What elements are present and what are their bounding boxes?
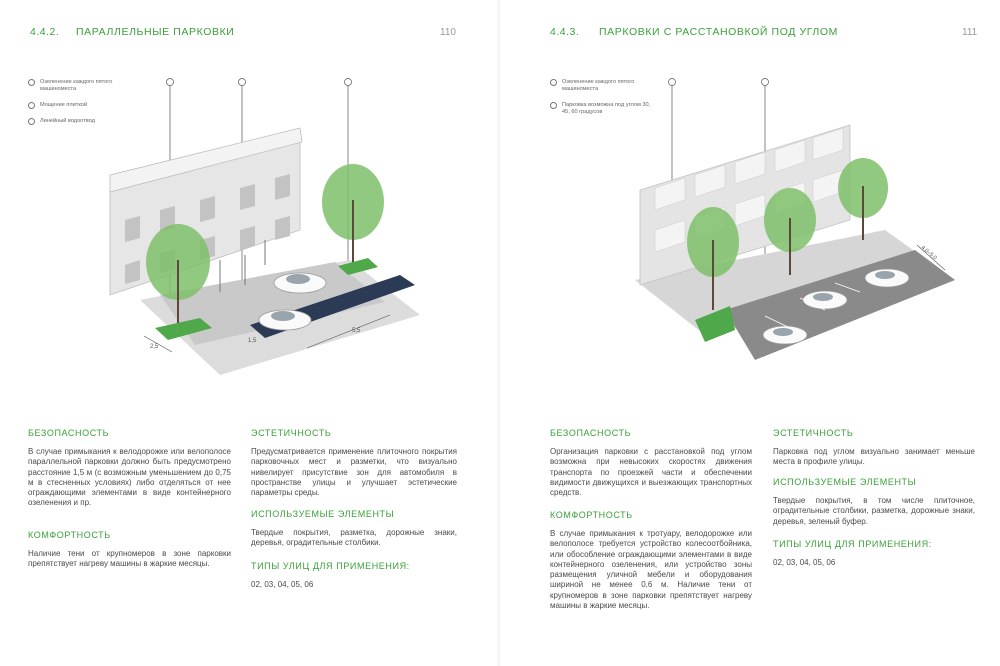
comfort-heading: КОМФОРТНОСТЬ (550, 510, 633, 520)
car-icon (258, 309, 312, 331)
safety-text: В случае примыкания к велодорожке или ве… (28, 447, 231, 508)
street-types-heading: ТИПЫ УЛИЦ ДЛЯ ПРИМЕНЕНИЯ: (773, 539, 932, 549)
legend-marker-icon (28, 118, 35, 125)
car-icon (273, 272, 327, 294)
street-types-text: 02, 03, 04, 05, 06 (251, 580, 314, 589)
safety-heading: БЕЗОПАСНОСТЬ (550, 428, 632, 438)
legend-marker-icon (550, 79, 557, 86)
legend-marker-icon (28, 102, 35, 109)
right-page: 4.4.3. ПАРКОВКИ С РАССТАНОВКОЙ ПОД УГЛОМ… (500, 0, 1000, 666)
angled-parking-illustration: 4,0–5,0 (635, 78, 955, 360)
comfort-text: В случае примыкания к тротуару, велодоро… (550, 529, 752, 611)
legend-item: Линейный водоотвод (28, 118, 130, 125)
aesthetics-heading: ЭСТЕТИЧНОСТЬ (251, 428, 332, 438)
comfort-text: Наличие тени от крупномеров в зоне парко… (28, 549, 231, 569)
legend-item: Озеленение каждого пятого машиноместа (550, 79, 652, 93)
legend-item: Мощение плиткой (28, 102, 130, 109)
street-types-text: 02, 03, 04, 05, 06 (773, 558, 836, 567)
legend-marker-icon (28, 79, 35, 86)
legend-marker-icon (550, 102, 557, 109)
safety-heading: БЕЗОПАСНОСТЬ (28, 428, 110, 438)
left-page: 4.4.2. ПАРАЛЛЕЛЬНЫЕ ПАРКОВКИ 110 Озелене… (28, 26, 457, 589)
elements-text: Твердые покрытия, разметка, дорожные зна… (251, 528, 457, 548)
aesthetics-heading: ЭСТЕТИЧНОСТЬ (773, 428, 854, 438)
dimension-label: 5,5 (352, 328, 361, 334)
elements-heading: ИСПОЛЬЗУЕМЫЕ ЭЛЕМЕНТЫ (773, 477, 917, 487)
legend: Озеленение каждого пятого машиноместа Мо… (28, 79, 130, 134)
street-types-heading: ТИПЫ УЛИЦ ДЛЯ ПРИМЕНЕНИЯ: (251, 561, 410, 571)
page-number: 110 (440, 27, 456, 38)
safety-text: Организация парковки с расстановкой под … (550, 447, 752, 498)
comfort-heading: КОМФОРТНОСТЬ (28, 530, 111, 540)
section-title: ПАРАЛЛЕЛЬНЫЕ ПАРКОВКИ (76, 26, 235, 38)
legend: Озеленение каждого пятого машиноместа Па… (550, 79, 652, 125)
section-number: 4.4.2. (30, 26, 60, 38)
dimension-label: 2,5 (150, 344, 159, 350)
legend-item: Озеленение каждого пятого машиноместа (28, 79, 130, 93)
aesthetics-text: Парковка под углом визуально занимает ме… (773, 447, 975, 467)
section-number: 4.4.3. (550, 26, 580, 38)
legend-item: Парковка возможна под углом 30, 45, 60 г… (550, 102, 652, 116)
aesthetics-text: Предусматривается применение плиточного … (251, 447, 457, 498)
section-title: ПАРКОВКИ С РАССТАНОВКОЙ ПОД УГЛОМ (599, 26, 839, 38)
dimension-label: 1,5 (248, 338, 257, 344)
page-number: 111 (962, 27, 978, 38)
elements-text: Твердые покрытия, в том числе плиточное,… (773, 496, 975, 526)
elements-heading: ИСПОЛЬЗУЕМЫЕ ЭЛЕМЕНТЫ (251, 509, 395, 519)
parallel-parking-illustration: 2,5 1,5 5,5 (109, 78, 420, 375)
